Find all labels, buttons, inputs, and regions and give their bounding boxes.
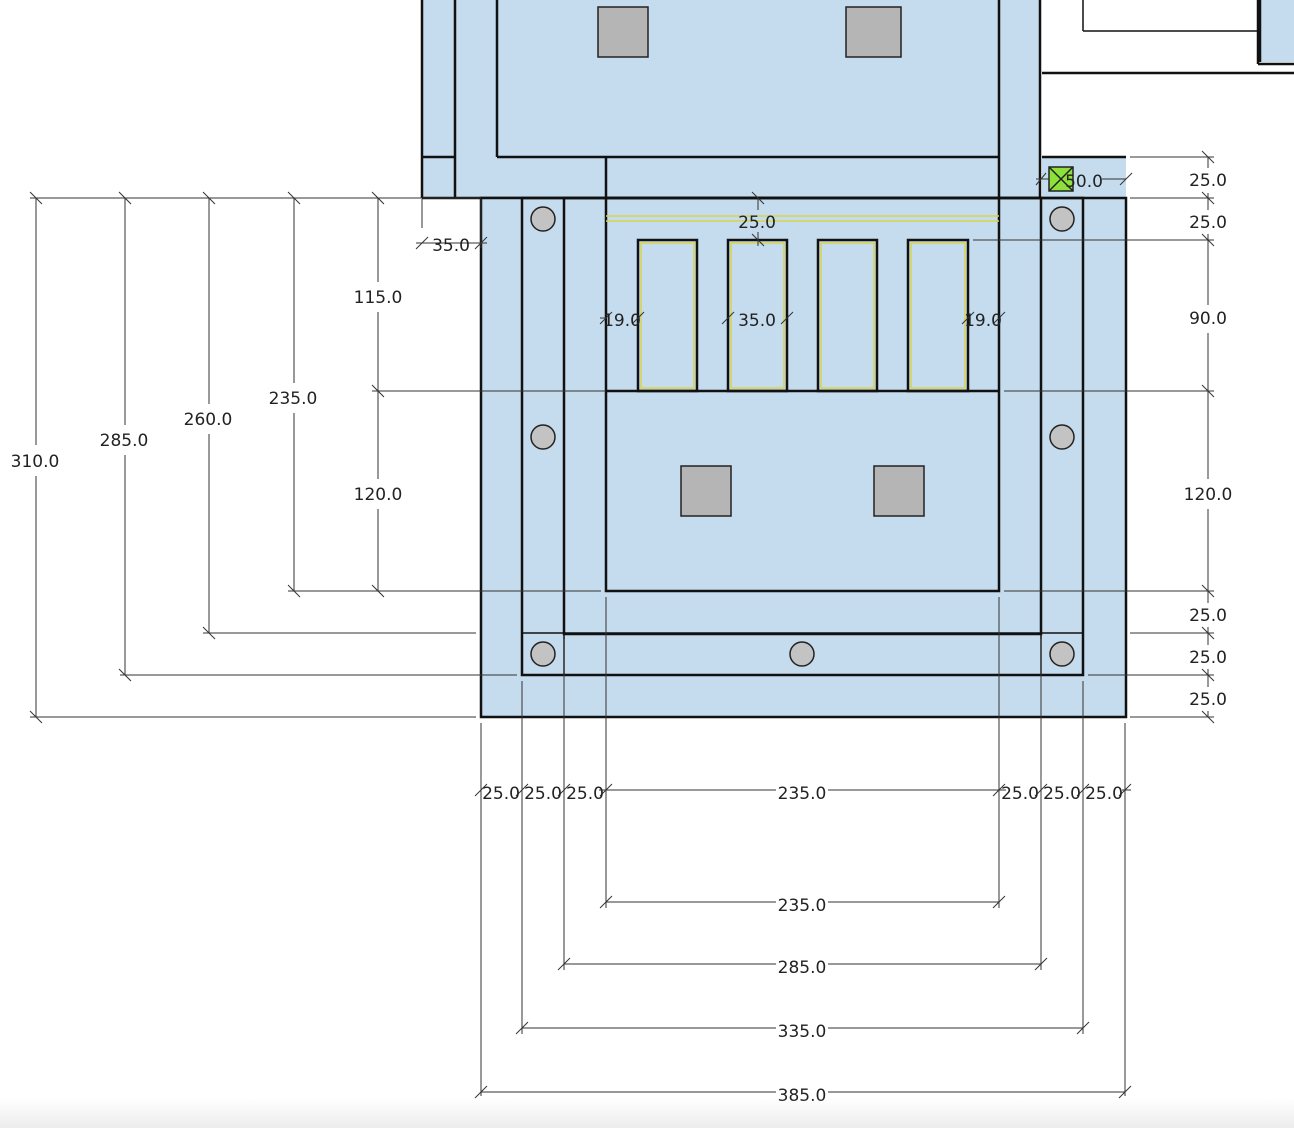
dim-label-slot-width: 35.0 [738, 311, 776, 331]
main-board[interactable] [479, 155, 1128, 719]
dim-label-slot-right: 19.0 [964, 311, 1002, 331]
slot-1 [636, 238, 699, 393]
interior-dimensions: 50.0 25.0 19.0 35.0 19.0 [599, 172, 1133, 331]
dim-label-s3: 335.0 [778, 1022, 827, 1042]
upper-right-parts[interactable] [1042, 0, 1294, 75]
dim-label-260: 260.0 [184, 410, 233, 430]
dim-label-r3: 90.0 [1189, 309, 1227, 329]
slot-group[interactable] [636, 238, 970, 393]
dim-label-r7: 25.0 [1189, 690, 1227, 710]
slot-3 [816, 238, 879, 393]
dim-label-slot-gap: 25.0 [738, 213, 776, 233]
dim-label-b2: 25.0 [524, 784, 562, 804]
dim-label-r5: 25.0 [1189, 606, 1227, 626]
dim-label-slot-left: 19.0 [603, 311, 641, 331]
bottom-edge-shadow [0, 1098, 1294, 1128]
dim-label-s2: 285.0 [778, 958, 827, 978]
dim-label-285: 285.0 [100, 431, 149, 451]
slot-4 [906, 238, 970, 393]
dim-label-b6: 25.0 [1043, 784, 1081, 804]
left-dimensions: 310.0 285.0 260.0 235.0 115.0 120.0 35.0 [11, 191, 606, 724]
dim-label-b3: 25.0 [566, 784, 604, 804]
dim-label-b4: 235.0 [778, 784, 827, 804]
dim-label-marker: 50.0 [1065, 172, 1103, 192]
dim-label-b1: 25.0 [482, 784, 520, 804]
dim-label-115: 115.0 [354, 288, 403, 308]
dim-label-r2: 25.0 [1189, 213, 1227, 233]
upper-pad-left [597, 6, 649, 58]
upper-assembly[interactable] [420, 0, 1042, 200]
dim-label-r1: 25.0 [1189, 171, 1227, 191]
pad-left [680, 465, 732, 517]
mounting-holes [530, 206, 1075, 667]
dim-label-r4: 120.0 [1184, 485, 1233, 505]
dim-label-35-left: 35.0 [432, 236, 470, 256]
bottom-dimensions: 25.0 25.0 25.0 235.0 25.0 25.0 25.0 235.… [474, 597, 1132, 1106]
upper-pad-right [845, 6, 902, 58]
dim-label-s1: 235.0 [778, 896, 827, 916]
right-dimensions: 25.0 25.0 90.0 120.0 25.0 25.0 25.0 [973, 150, 1233, 724]
pad-right [873, 465, 925, 517]
dim-label-120-left: 120.0 [354, 485, 403, 505]
dim-label-b5: 25.0 [1001, 784, 1039, 804]
dim-label-r6: 25.0 [1189, 648, 1227, 668]
dim-label-235: 235.0 [269, 389, 318, 409]
dim-label-b7: 25.0 [1085, 784, 1123, 804]
dim-label-310: 310.0 [11, 452, 60, 472]
crossed-square-icon[interactable] [1048, 166, 1074, 192]
